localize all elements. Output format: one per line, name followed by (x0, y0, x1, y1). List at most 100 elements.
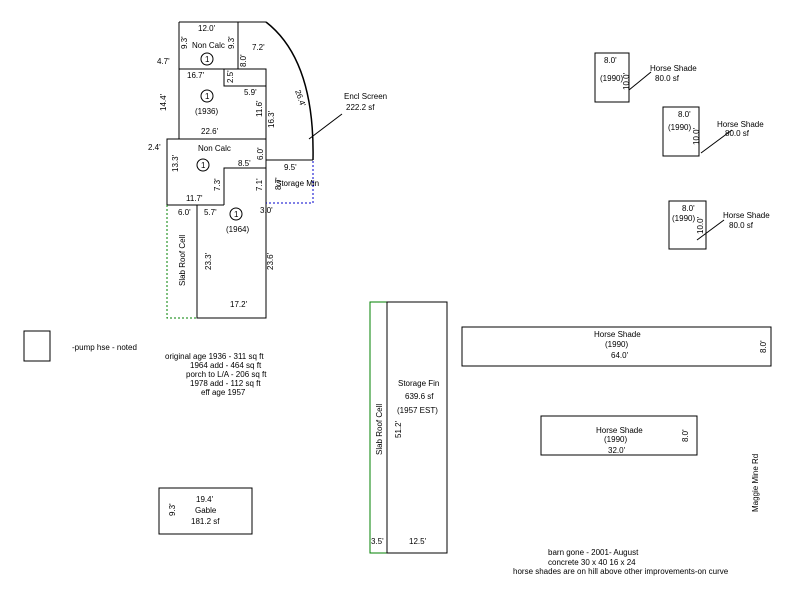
horse-shade-large-box (461, 326, 772, 367)
bottom-right-side: 23.6' (266, 252, 275, 270)
left-side: 14.4' (159, 93, 168, 111)
house-notch (223, 69, 266, 87)
note-line: eff age 1957 (201, 388, 246, 397)
horse-shade-year: (1990) (600, 74, 623, 83)
footer-note: horse shades are on hill above other imp… (513, 567, 729, 576)
mid-marker: 1 (201, 161, 206, 170)
top-left-side: 9.3' (180, 36, 189, 49)
marker-1964: 1 (234, 210, 239, 219)
horse-shade-medium-label: Horse Shade (596, 426, 643, 435)
encl-arc-side: 26.4' (293, 89, 307, 109)
storage-min-label: Storage Min (276, 179, 319, 188)
storage-fin-slab-width: 3.5' (371, 537, 384, 546)
horse-shade-width: 8.0' (678, 110, 691, 119)
encl-screen-label: Encl Screen (344, 92, 387, 101)
horse-shade-medium-side: 8.0' (681, 429, 690, 442)
horse-shade-large-year: (1990) (605, 340, 628, 349)
horse-shade-side: 10.0' (696, 216, 705, 234)
storage-fin-year: (1957 EST) (397, 406, 438, 415)
left-offset-2: 2.4' (148, 143, 161, 152)
top-width: 12.0' (198, 24, 216, 33)
marker-1936: 1 (205, 92, 210, 101)
mid-width: 22.6' (201, 127, 219, 136)
bottom-top-right: 3.0' (260, 206, 273, 215)
marker-circle-icon (196, 158, 210, 172)
mid-label: Non Calc (198, 144, 231, 153)
house-notch (223, 167, 266, 205)
storage-fin-side: 51.2' (394, 420, 403, 438)
gable-area: 181.2 sf (191, 517, 220, 526)
horse-shade-label: Horse Shade (717, 120, 764, 129)
mid-right-side: 6.0' (256, 147, 265, 160)
horse-shade-side: 10.0' (692, 127, 701, 145)
notch-width: 5.9' (244, 88, 257, 97)
pump-house-box (23, 330, 51, 362)
gable-label: Gable (195, 506, 217, 515)
horse-shade-label: Horse Shade (723, 211, 770, 220)
note-line: 1964 add - 464 sq ft (190, 361, 262, 370)
storage-fin-area: 639.6 sf (405, 392, 434, 401)
horse-shade-pointer (696, 219, 725, 241)
horse-shade-box (668, 200, 707, 250)
storage-fin-label: Storage Fin (398, 379, 439, 388)
gable-box (158, 487, 253, 535)
year-1964: (1964) (226, 225, 249, 234)
notch-side-2: 7.3' (213, 178, 222, 191)
horse-shade-pointer (628, 71, 652, 91)
marker-circle-icon (200, 89, 214, 103)
horse-shade-medium-box (540, 415, 698, 456)
slab-roof-cell-outline (166, 205, 197, 319)
notch-side: 2.5' (226, 70, 235, 83)
horse-shade-large-label: Horse Shade (594, 330, 641, 339)
horse-shade-year: (1990) (668, 123, 691, 132)
notch-side-3: 7.1' (255, 178, 264, 191)
right-side-upper: 8.0' (239, 54, 248, 67)
left-offset: 4.7' (157, 57, 170, 66)
top-marker: 1 (205, 55, 210, 64)
marker-circle-icon (200, 52, 214, 66)
horse-shade-large-width: 64.0' (611, 351, 629, 360)
mid-side: 13.3' (171, 154, 180, 172)
storage-min-side: 8.7' (274, 177, 283, 190)
horse-shade-area: 80.0 sf (725, 129, 750, 138)
horse-shade-width: 8.0' (682, 204, 695, 213)
horse-shade-box (594, 52, 630, 103)
bottom-width: 17.2' (230, 300, 248, 309)
notch-bottom: 11.7' (186, 194, 203, 203)
right-side-b: 16.3' (267, 110, 276, 128)
footer-note: barn gone - 2001- August (548, 548, 639, 557)
horse-shade-pointer (700, 129, 733, 154)
horse-shade-medium-width: 32.0' (608, 446, 626, 455)
bottom-left-side: 23.3' (204, 252, 213, 270)
encl-screen-area: 222.2 sf (346, 103, 375, 112)
horse-shade-side: 10.0' (622, 72, 631, 90)
section-width: 16.7' (187, 71, 205, 80)
year-1936: (1936) (195, 107, 218, 116)
footer-note: concrete 30 x 40 16 x 24 (548, 558, 636, 567)
top-label: Non Calc (192, 41, 225, 50)
pump-house-label: -pump hse - noted (72, 343, 137, 352)
top-right-side: 9.3' (227, 36, 236, 49)
encl-arc-top: 7.2' (252, 43, 265, 52)
slab-label: Slab Roof Cell (178, 235, 187, 286)
notch-width-2: 8.5' (238, 159, 251, 168)
right-side-a: 11.6' (255, 100, 264, 117)
horse-shade-large-side: 8.0' (759, 340, 768, 353)
storage-fin-box (386, 301, 448, 554)
horse-shade-area: 80.0 sf (655, 74, 680, 83)
horse-shade-medium-year: (1990) (604, 435, 627, 444)
horse-shade-width: 8.0' (604, 56, 617, 65)
encl-screen-pointer (308, 113, 343, 140)
storage-min-width: 9.5' (284, 163, 297, 172)
gable-side: 9.3' (168, 503, 177, 516)
bottom-top-left: 6.0' (178, 208, 191, 217)
marker-circle-icon (229, 207, 243, 221)
horse-shade-area: 80.0 sf (729, 221, 754, 230)
encl-screen-arc (265, 21, 314, 161)
road-label: Maggie Mine Rd (751, 454, 760, 512)
storage-min-outline (266, 159, 314, 204)
horse-shade-year: (1990) (672, 214, 695, 223)
note-line: original age 1936 - 311 sq ft (165, 352, 264, 361)
bottom-top-mid: 5.7' (204, 208, 217, 217)
